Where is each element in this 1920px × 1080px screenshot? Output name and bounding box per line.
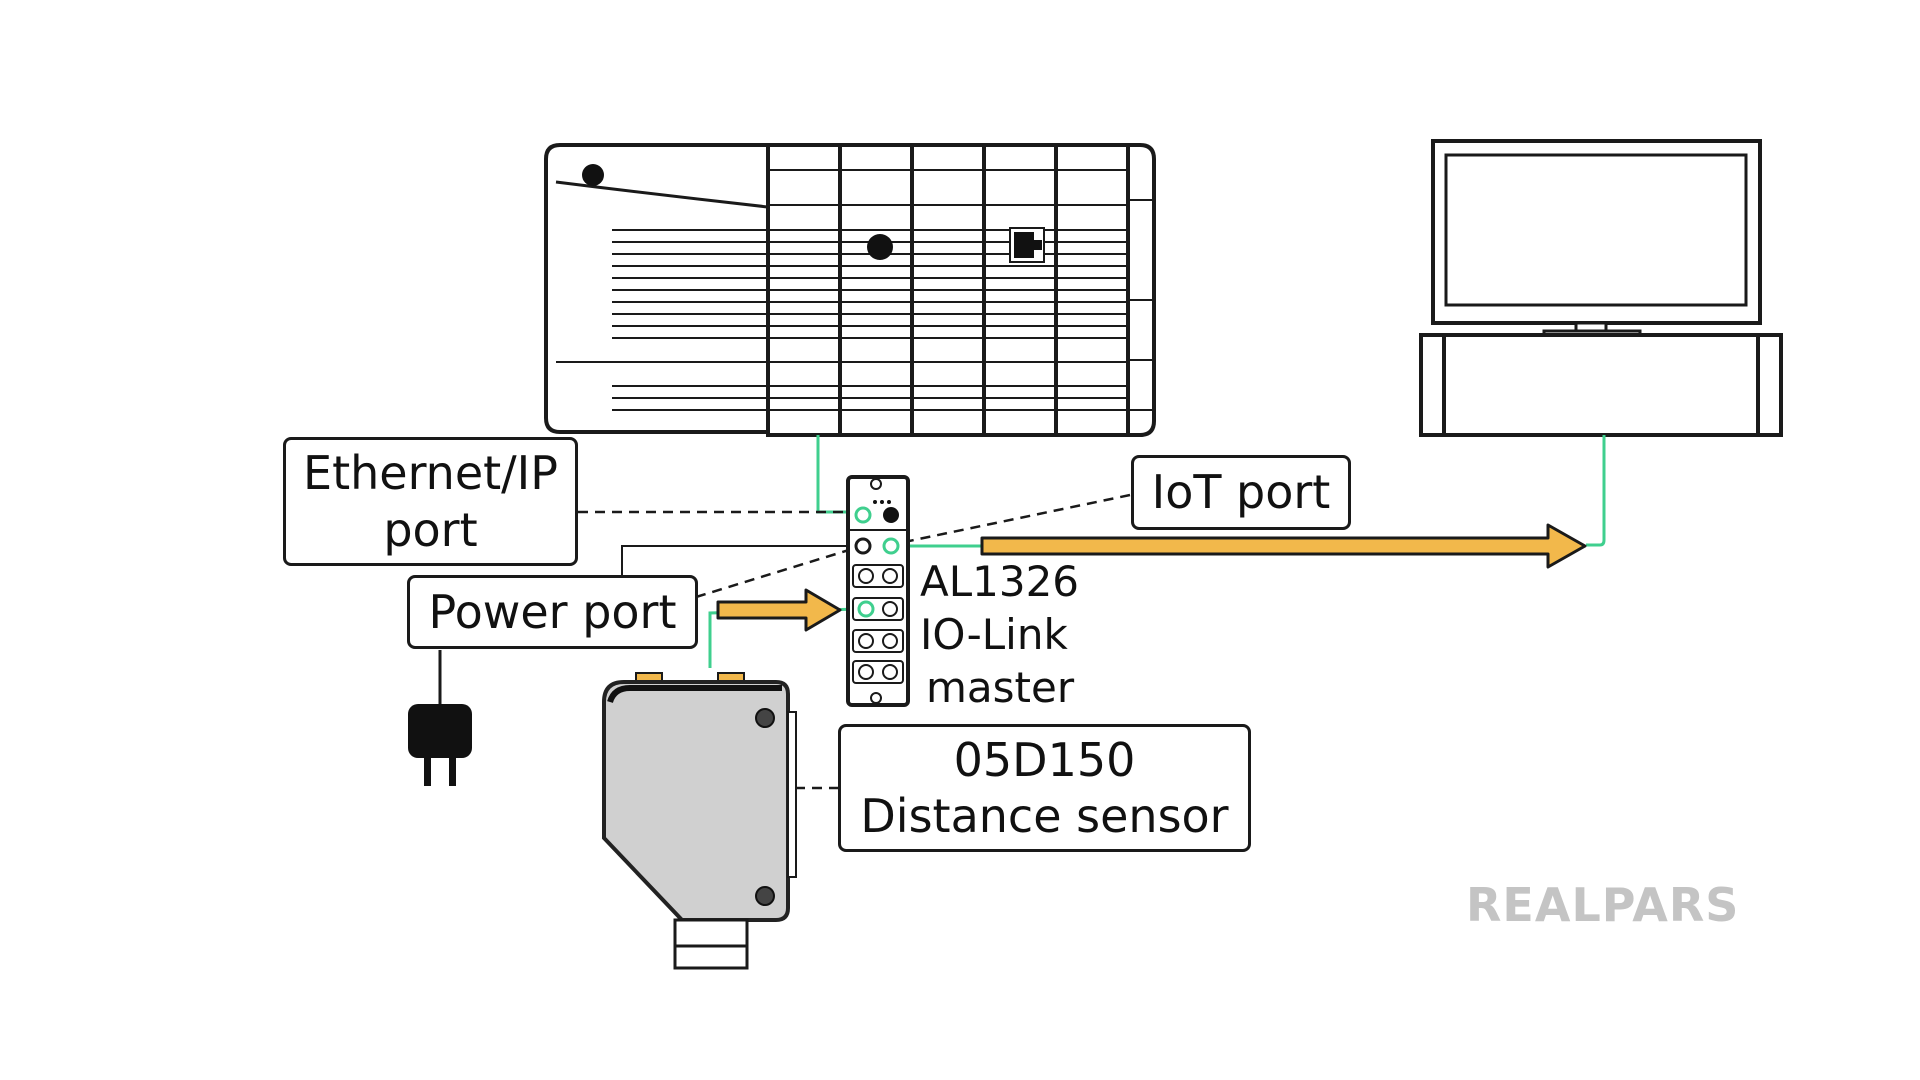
plc-vent-lines: [556, 229, 768, 411]
arrow-sensor-data: [716, 588, 842, 632]
io-link-master-device: [846, 475, 910, 707]
ethernet-ip-port-label: Ethernet/IP port: [283, 437, 578, 566]
distance-sensor: [602, 672, 797, 970]
plc-module-lines: [768, 169, 1152, 411]
power-cable: [438, 545, 860, 705]
plc-controller: [544, 143, 1156, 437]
plc-processor-module: [544, 143, 770, 434]
realpars-watermark-logo: REALPARS: [1466, 878, 1740, 932]
leader-lines: [578, 493, 1131, 790]
sensor-label-line2: Distance sensor: [860, 789, 1229, 843]
arrow-data-to-pc: [980, 523, 1587, 569]
distance-sensor-label: 05D150 Distance sensor: [838, 724, 1251, 852]
master-label-line3: master: [926, 662, 1075, 712]
master-power-port: [854, 537, 872, 555]
leader-power: [695, 544, 863, 599]
iot-port-text: IoT port: [1151, 465, 1331, 520]
master-iot-port: [882, 537, 900, 555]
power-port-label: Power port: [407, 575, 698, 649]
io-link-master-label: AL1326 IO-Link master: [920, 556, 1079, 715]
power-plug-icon: [408, 704, 472, 786]
master-label-line1: AL1326: [920, 557, 1080, 606]
ethernet-label-line2: port: [383, 502, 478, 557]
plc-ethernet-jack-icon: [1009, 227, 1045, 263]
master-sensor-port: [857, 600, 875, 618]
sensor-label-line1: 05D150: [953, 732, 1136, 787]
master-label-line2: IO-Link: [920, 609, 1068, 659]
master-ethernet-port: [854, 506, 872, 524]
leader-iot: [889, 493, 1131, 547]
power-port-text: Power port: [428, 584, 677, 639]
plc-module-led: [867, 234, 893, 260]
ethernet-label-line1: Ethernet/IP: [303, 446, 558, 501]
computer-monitor: [1419, 139, 1783, 437]
plc-status-led: [582, 164, 604, 186]
iot-port-label: IoT port: [1131, 455, 1351, 530]
